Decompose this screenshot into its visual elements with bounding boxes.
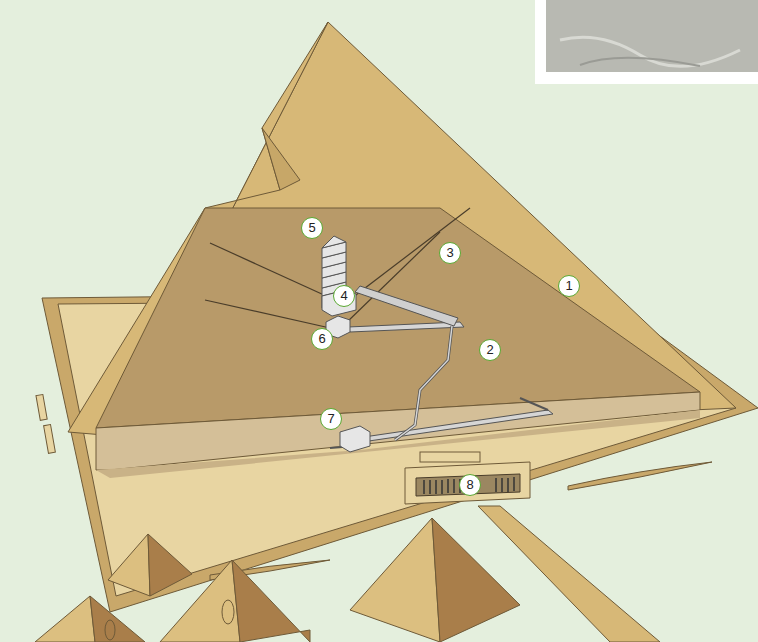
callout-number: 8	[459, 474, 481, 496]
boat-pit	[36, 394, 47, 420]
callout-number: 1	[558, 275, 580, 297]
descending-passage	[357, 410, 553, 442]
well-shaft	[395, 326, 452, 440]
grand-gallery	[355, 286, 458, 326]
photo-detail	[580, 58, 700, 66]
photo-frame	[535, 0, 758, 84]
callout-number: 2	[479, 339, 501, 361]
well-shaft	[395, 326, 452, 440]
cut-plane	[96, 208, 700, 428]
bedrock-edge	[96, 410, 700, 478]
bedrock	[96, 392, 700, 470]
boat-pit-lens	[568, 462, 712, 490]
subterranean-chamber	[340, 426, 370, 452]
pit-cover	[420, 452, 480, 462]
photo-detail	[560, 37, 740, 66]
pit-surround	[405, 462, 530, 504]
cut-notch	[262, 128, 300, 190]
boat-pit	[44, 425, 56, 454]
queens-pyramids	[35, 518, 520, 642]
callout-number: 5	[301, 217, 323, 239]
entrance	[520, 398, 548, 410]
boat-pit-small	[105, 620, 115, 640]
callout-number: 4	[333, 285, 355, 307]
air-shafts	[205, 208, 470, 328]
causeway	[478, 506, 660, 642]
photo-inset	[546, 0, 758, 72]
boat-pit-small	[222, 600, 234, 624]
boat-pit	[416, 474, 520, 496]
callout-number: 6	[311, 328, 333, 350]
callout-number: 3	[439, 242, 461, 264]
callout-number: 7	[320, 408, 342, 430]
